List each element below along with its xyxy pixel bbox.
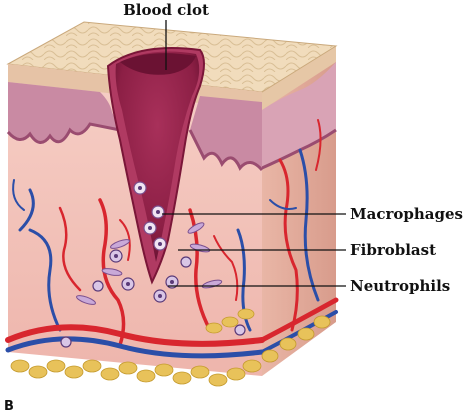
blood-vessels — [5, 119, 339, 359]
panel-letter: B — [4, 399, 14, 414]
macrophages-label: Macrophages — [350, 205, 463, 223]
fibroblast-label: Fibroblast — [350, 241, 436, 259]
leader-lines — [162, 20, 346, 287]
blood-clot-label: Blood clot — [123, 1, 209, 19]
neutrophils-label: Neutrophils — [350, 277, 450, 295]
epidermis-layer — [8, 82, 120, 143]
blood-clot — [106, 47, 205, 285]
block-side-face — [261, 46, 337, 376]
fat-tissue — [10, 308, 331, 387]
fibroblast-cells — [76, 222, 223, 305]
immune-cells — [60, 181, 246, 348]
